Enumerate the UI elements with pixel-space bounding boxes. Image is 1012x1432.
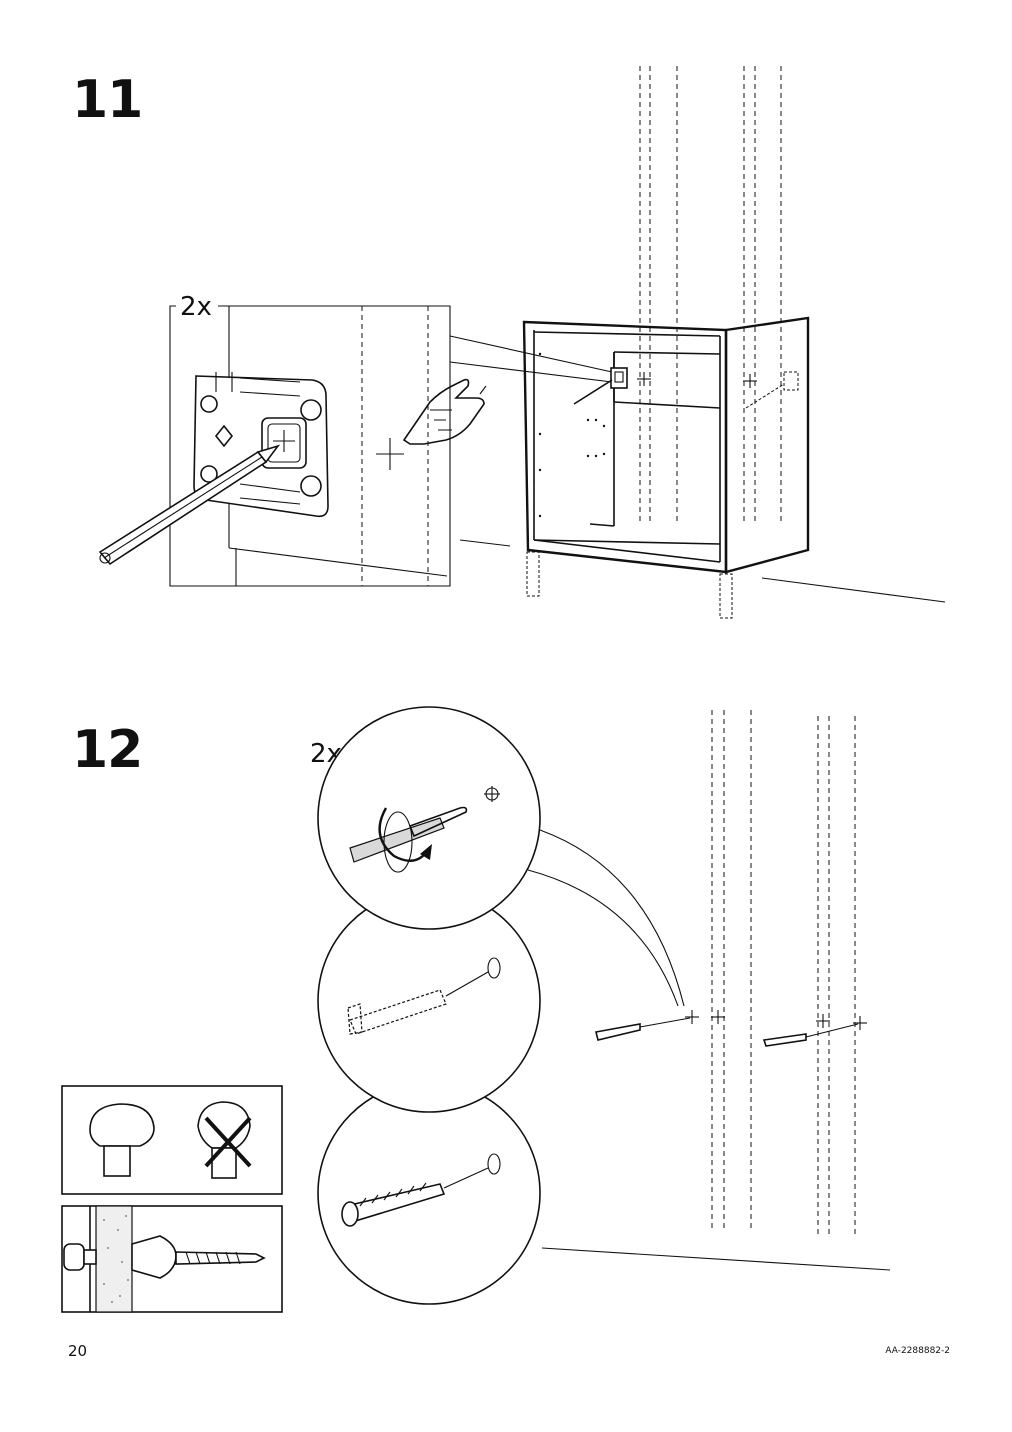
finger-press-icon bbox=[402, 378, 487, 445]
page-number: 20 bbox=[68, 1342, 88, 1360]
step-11-quantity: 2x bbox=[180, 292, 212, 322]
info-box-wall-anchor bbox=[61, 1205, 283, 1313]
wall-stud-lines bbox=[639, 66, 782, 525]
cross-mark-icon bbox=[204, 1116, 252, 1168]
info-box-plug-types bbox=[61, 1085, 283, 1195]
drill-icon bbox=[349, 786, 500, 873]
document-code: AA-2288882-2 bbox=[885, 1346, 950, 1356]
wall-stud-lines bbox=[711, 710, 856, 1234]
step-11-illustration bbox=[98, 66, 946, 619]
step-number-11: 11 bbox=[72, 70, 143, 130]
step-number-12: 12 bbox=[72, 720, 143, 780]
pencil-icon bbox=[98, 444, 281, 566]
screw-icon bbox=[595, 1010, 725, 1041]
cabinet-drawing bbox=[522, 316, 810, 619]
screw-icon bbox=[341, 1153, 501, 1227]
wall-plug-icon bbox=[347, 957, 501, 1035]
detail-callout-box bbox=[98, 305, 613, 587]
step-12-illustration bbox=[61, 706, 891, 1313]
screw-icon bbox=[762, 1014, 867, 1047]
